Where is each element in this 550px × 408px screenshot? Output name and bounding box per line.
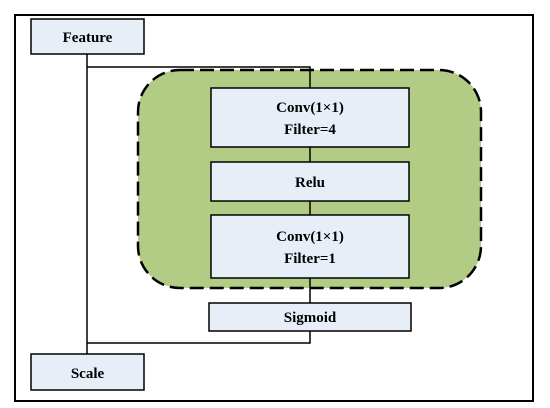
connectors — [86, 53, 311, 354]
feature-node: Feature — [30, 18, 145, 55]
conv1-label-line2: Filter=4 — [284, 122, 336, 138]
relu-node: Relu — [210, 161, 410, 202]
feature-to-conv-line — [87, 66, 311, 88]
conv1-label-line1: Conv(1×1) — [276, 100, 344, 116]
conv2-node: Conv(1×1) Filter=1 — [210, 214, 410, 279]
relu-label: Relu — [295, 175, 325, 191]
sigmoid-node: Sigmoid — [208, 302, 412, 332]
sigmoid-label: Sigmoid — [284, 310, 337, 326]
conv2-label-line2: Filter=1 — [284, 251, 336, 267]
scale-node: Scale — [30, 353, 145, 391]
sigmoid-to-scale-line — [87, 331, 311, 344]
conv2-label-line1: Conv(1×1) — [276, 229, 344, 245]
scale-label: Scale — [71, 366, 105, 382]
feature-label: Feature — [63, 30, 113, 46]
outer-frame — [14, 14, 534, 402]
conv1-node: Conv(1×1) Filter=4 — [210, 87, 410, 148]
